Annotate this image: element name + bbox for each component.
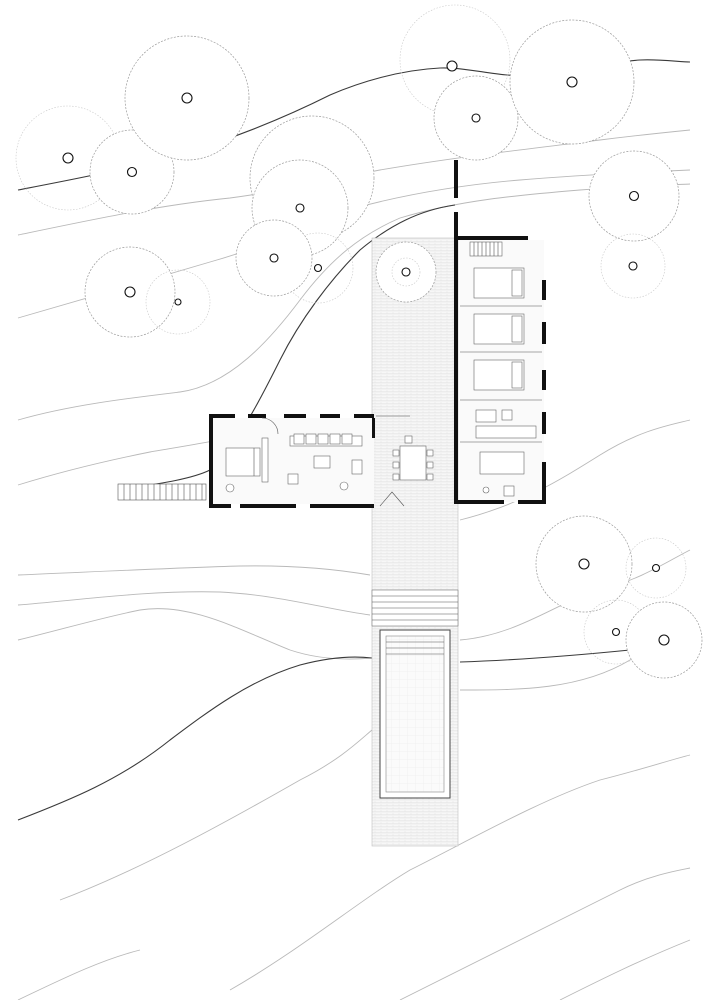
tree-symbol [282, 232, 354, 304]
tree-symbol [625, 537, 687, 599]
tree-symbol [600, 233, 666, 299]
bedroom-wing [454, 160, 546, 504]
tree-symbol [145, 269, 211, 335]
trees [15, 4, 703, 679]
tree-symbol [625, 601, 703, 679]
living-wing [209, 414, 375, 508]
stair-steps [371, 589, 459, 627]
tree-symbol [124, 35, 250, 161]
tree-symbol [433, 75, 519, 161]
tree-symbol [84, 246, 176, 338]
tree-symbol [535, 515, 633, 613]
tree-symbol [399, 4, 511, 116]
tree-symbol [89, 129, 175, 215]
tree-symbol [235, 219, 313, 297]
dining-area [376, 415, 434, 507]
tree-symbol [588, 150, 680, 242]
tree-symbol [509, 19, 635, 145]
tree-symbol [375, 241, 437, 303]
stair-steps [117, 483, 207, 501]
swimming-pool [379, 629, 451, 799]
